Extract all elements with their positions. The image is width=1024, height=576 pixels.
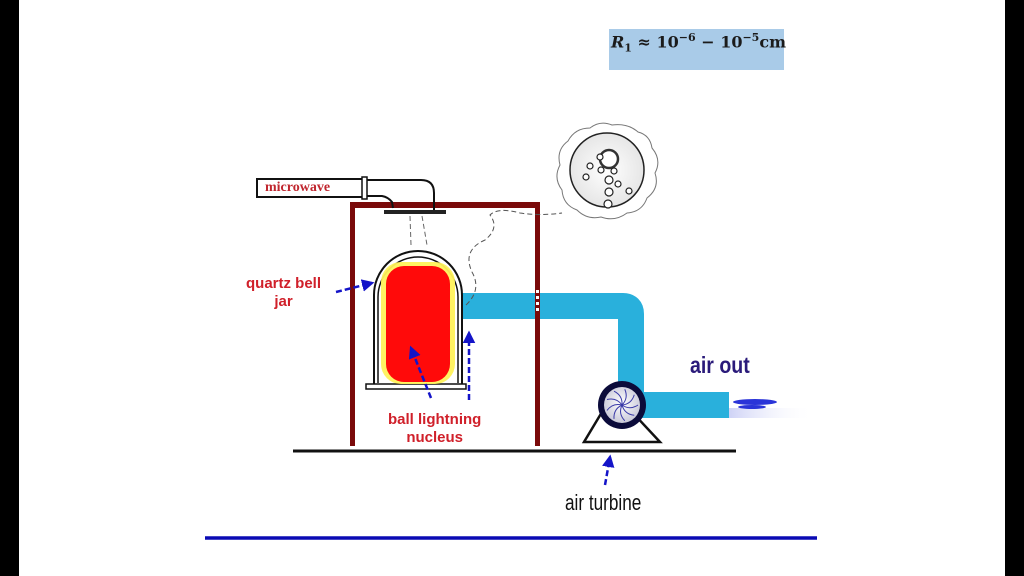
air-turbine	[581, 381, 663, 444]
formula-exp2: −5	[742, 31, 760, 44]
formula-subscript: 1	[624, 41, 632, 55]
air-out-label: air out	[690, 352, 750, 378]
formula-box	[609, 29, 784, 70]
turbine-blade	[620, 404, 626, 422]
slide-background	[19, 0, 1005, 576]
ball-lightning-nucleus	[386, 266, 450, 382]
turbine-blade	[621, 404, 635, 416]
microwave-label: microwave	[265, 180, 331, 195]
exhaust-stream	[729, 399, 814, 418]
turbine-blade	[621, 394, 635, 406]
turbine-blade	[613, 390, 623, 406]
turbine-blade	[621, 389, 627, 406]
air-pipe	[459, 293, 729, 418]
magnified-view	[556, 122, 659, 220]
formula-exp1: −6	[678, 31, 696, 44]
quartz-bell-jar-label-line1: quartz bell	[246, 275, 322, 292]
radius-formula: R1 ≈ 10−6 − 10−5cm	[611, 31, 786, 55]
formula-unit: cm	[759, 32, 786, 52]
formula-symbol: R	[611, 32, 625, 52]
turbine-blade	[613, 404, 623, 419]
turbine-blade	[621, 404, 639, 409]
nucleus-label-line2: nucleus	[406, 429, 463, 446]
air-turbine-label: air turbine	[565, 490, 642, 515]
dashed-connector	[465, 209, 563, 306]
turbine-blade	[606, 403, 623, 411]
arrow-turbine	[602, 454, 615, 486]
arrow-bell-jar	[335, 279, 375, 294]
quartz-bell-jar-label: quartz bell jar	[246, 275, 321, 311]
formula-approx: ≈ 10	[631, 32, 679, 52]
annotation-arrows	[335, 279, 615, 486]
nucleus-label-line1: ball lightning	[388, 411, 482, 428]
nucleus-label: ball lightning nucleus	[388, 411, 481, 447]
formula-range: − 10	[695, 32, 743, 52]
turbine-blade	[606, 398, 623, 406]
microwave-waveguide	[256, 176, 446, 246]
chamber-frame	[350, 202, 540, 446]
quartz-bell-jar-label-line2: jar	[274, 293, 293, 310]
